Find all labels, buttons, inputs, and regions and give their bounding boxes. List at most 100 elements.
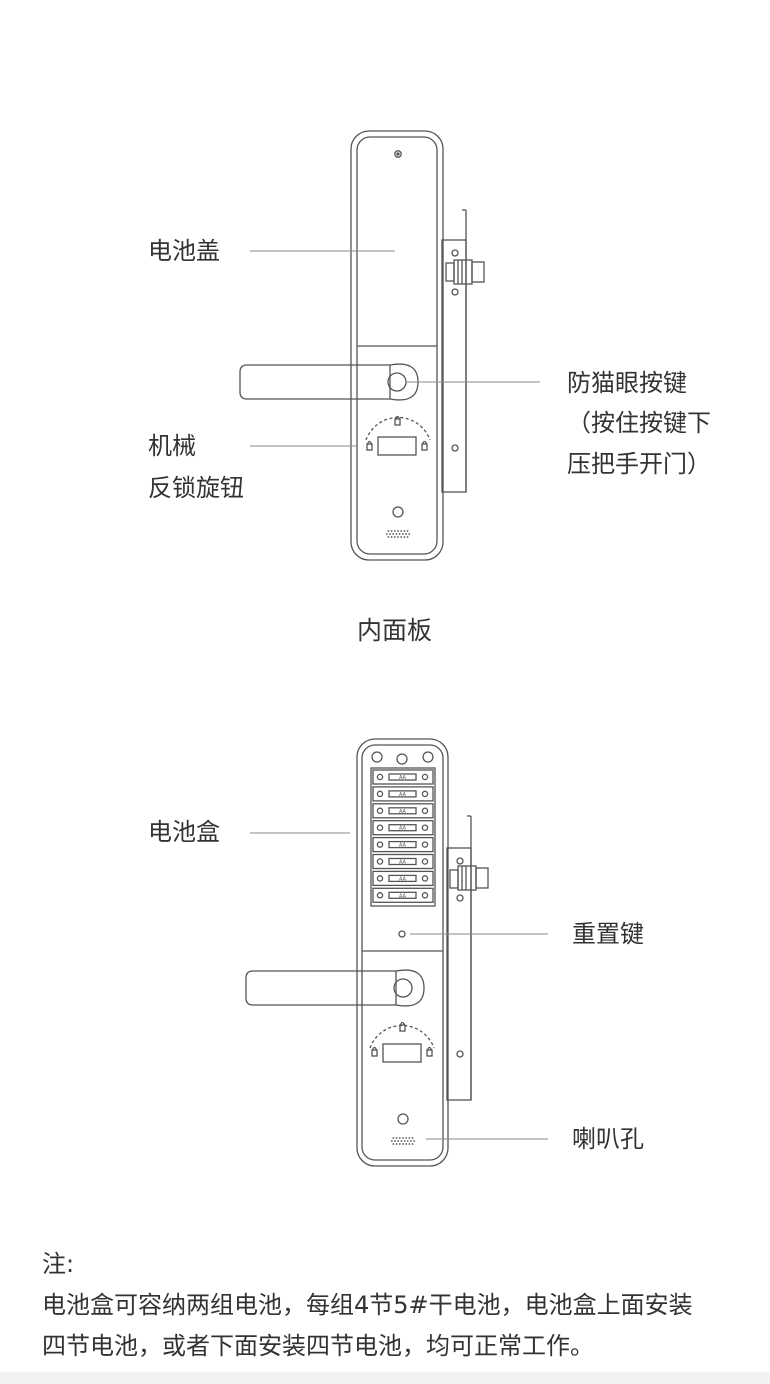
grille-hole [389,533,391,535]
grille-hole [397,536,399,538]
mounting-screw [456,857,464,865]
grille-hole [405,1143,408,1145]
caption-inner-panel: 内面板 [357,616,433,645]
grille-hole [406,536,409,538]
grille-hole [398,1137,401,1139]
spindle [449,865,489,891]
mounting-screw [456,894,464,902]
battery-cell [388,807,417,815]
grille-hole [402,1137,404,1139]
battery-slot [372,870,434,887]
mounting-screw [451,444,459,452]
mounting-screw [456,1050,464,1058]
grille-hole [411,1137,414,1139]
mounting-screw [451,249,459,257]
grille-hole [406,1140,409,1142]
grille-hole [403,536,406,538]
battery-slot [372,769,434,785]
mechanical-knob [365,415,431,456]
label-mechanical-lock-line2: 反锁旋钮 [148,474,244,502]
battery-slot [372,836,434,853]
battery-label: AA [399,826,407,832]
grille-hole [398,533,401,535]
battery-terminal [421,841,429,848]
battery-label: AA [399,876,407,882]
label-mechanical-lock-line1: 机械 [148,432,196,460]
battery-slot [372,853,434,870]
inner-panel-body [350,130,444,561]
handle [245,970,397,1006]
battery-box-drawing [245,738,489,1167]
battery-cell [388,840,417,849]
button [392,506,404,518]
battery-terminal [421,892,429,899]
label-peephole-line3: 压把手开门） [567,450,711,478]
panel-screw [422,751,434,763]
battery-terminal [376,807,384,815]
battery-terminal [421,790,429,798]
battery-terminal [376,892,384,899]
grille-hole [405,533,407,535]
battery-terminal [421,824,429,831]
grille-hole [393,536,396,538]
mechanical-knob [369,1021,435,1063]
grille-hole [401,533,404,535]
note-title: 注: [42,1250,75,1278]
grille-hole [387,530,390,532]
label-reset-key: 重置键 [572,920,644,948]
battery-slot [372,887,434,903]
grille-hole [392,1143,395,1145]
cover-screw [394,150,402,158]
spindle [445,259,485,285]
grille-hole [402,1143,404,1145]
speaker-grille [385,530,411,538]
grille-hole [395,1143,398,1145]
label-peephole-line2: （按住按键下 [567,409,711,437]
grille-hole [403,530,406,532]
battery-slot [372,820,434,836]
battery-label: AA [399,809,407,815]
battery-terminal [376,858,384,865]
battery-label: AA [399,860,407,866]
battery-cell [388,790,417,798]
battery-slot [372,786,434,802]
battery-label: AA [399,792,407,798]
reset-key-dot [398,930,406,938]
panel-body [356,738,449,1167]
battery-cells [372,769,434,903]
grille-hole [387,536,390,538]
battery-label: AA [399,775,407,781]
battery-terminal [376,875,384,882]
battery-cell [388,857,417,866]
grille-hole [393,530,396,532]
bottom-leader-lines [250,832,548,1140]
grille-hole [385,533,388,535]
grille-hole [390,530,393,532]
battery-terminal [376,773,384,781]
grille-hole [403,1140,406,1142]
battery-label: AA [399,893,407,899]
panel-screw [371,751,383,763]
note-line2: 四节电池，或者下面安装四节电池，均可正常工作。 [42,1332,594,1360]
battery-slot [372,803,434,819]
label-peephole-line1: 防猫眼按键 [567,369,687,397]
handle [239,364,391,400]
grille-hole [411,1143,414,1145]
battery-terminal [376,824,384,831]
grille-hole [397,1140,400,1142]
grille-hole [408,1137,411,1139]
battery-cell [388,773,417,781]
battery-cell [388,891,417,899]
grille-hole [390,1140,393,1142]
battery-terminal [421,858,429,865]
grille-hole [397,530,399,532]
grille-hole [390,536,393,538]
grille-hole [400,536,403,538]
battery-tray [370,767,436,907]
grille-hole [406,530,409,532]
grille-hole [398,1143,401,1145]
footer-bar [0,1372,770,1384]
battery-terminal [421,807,429,815]
